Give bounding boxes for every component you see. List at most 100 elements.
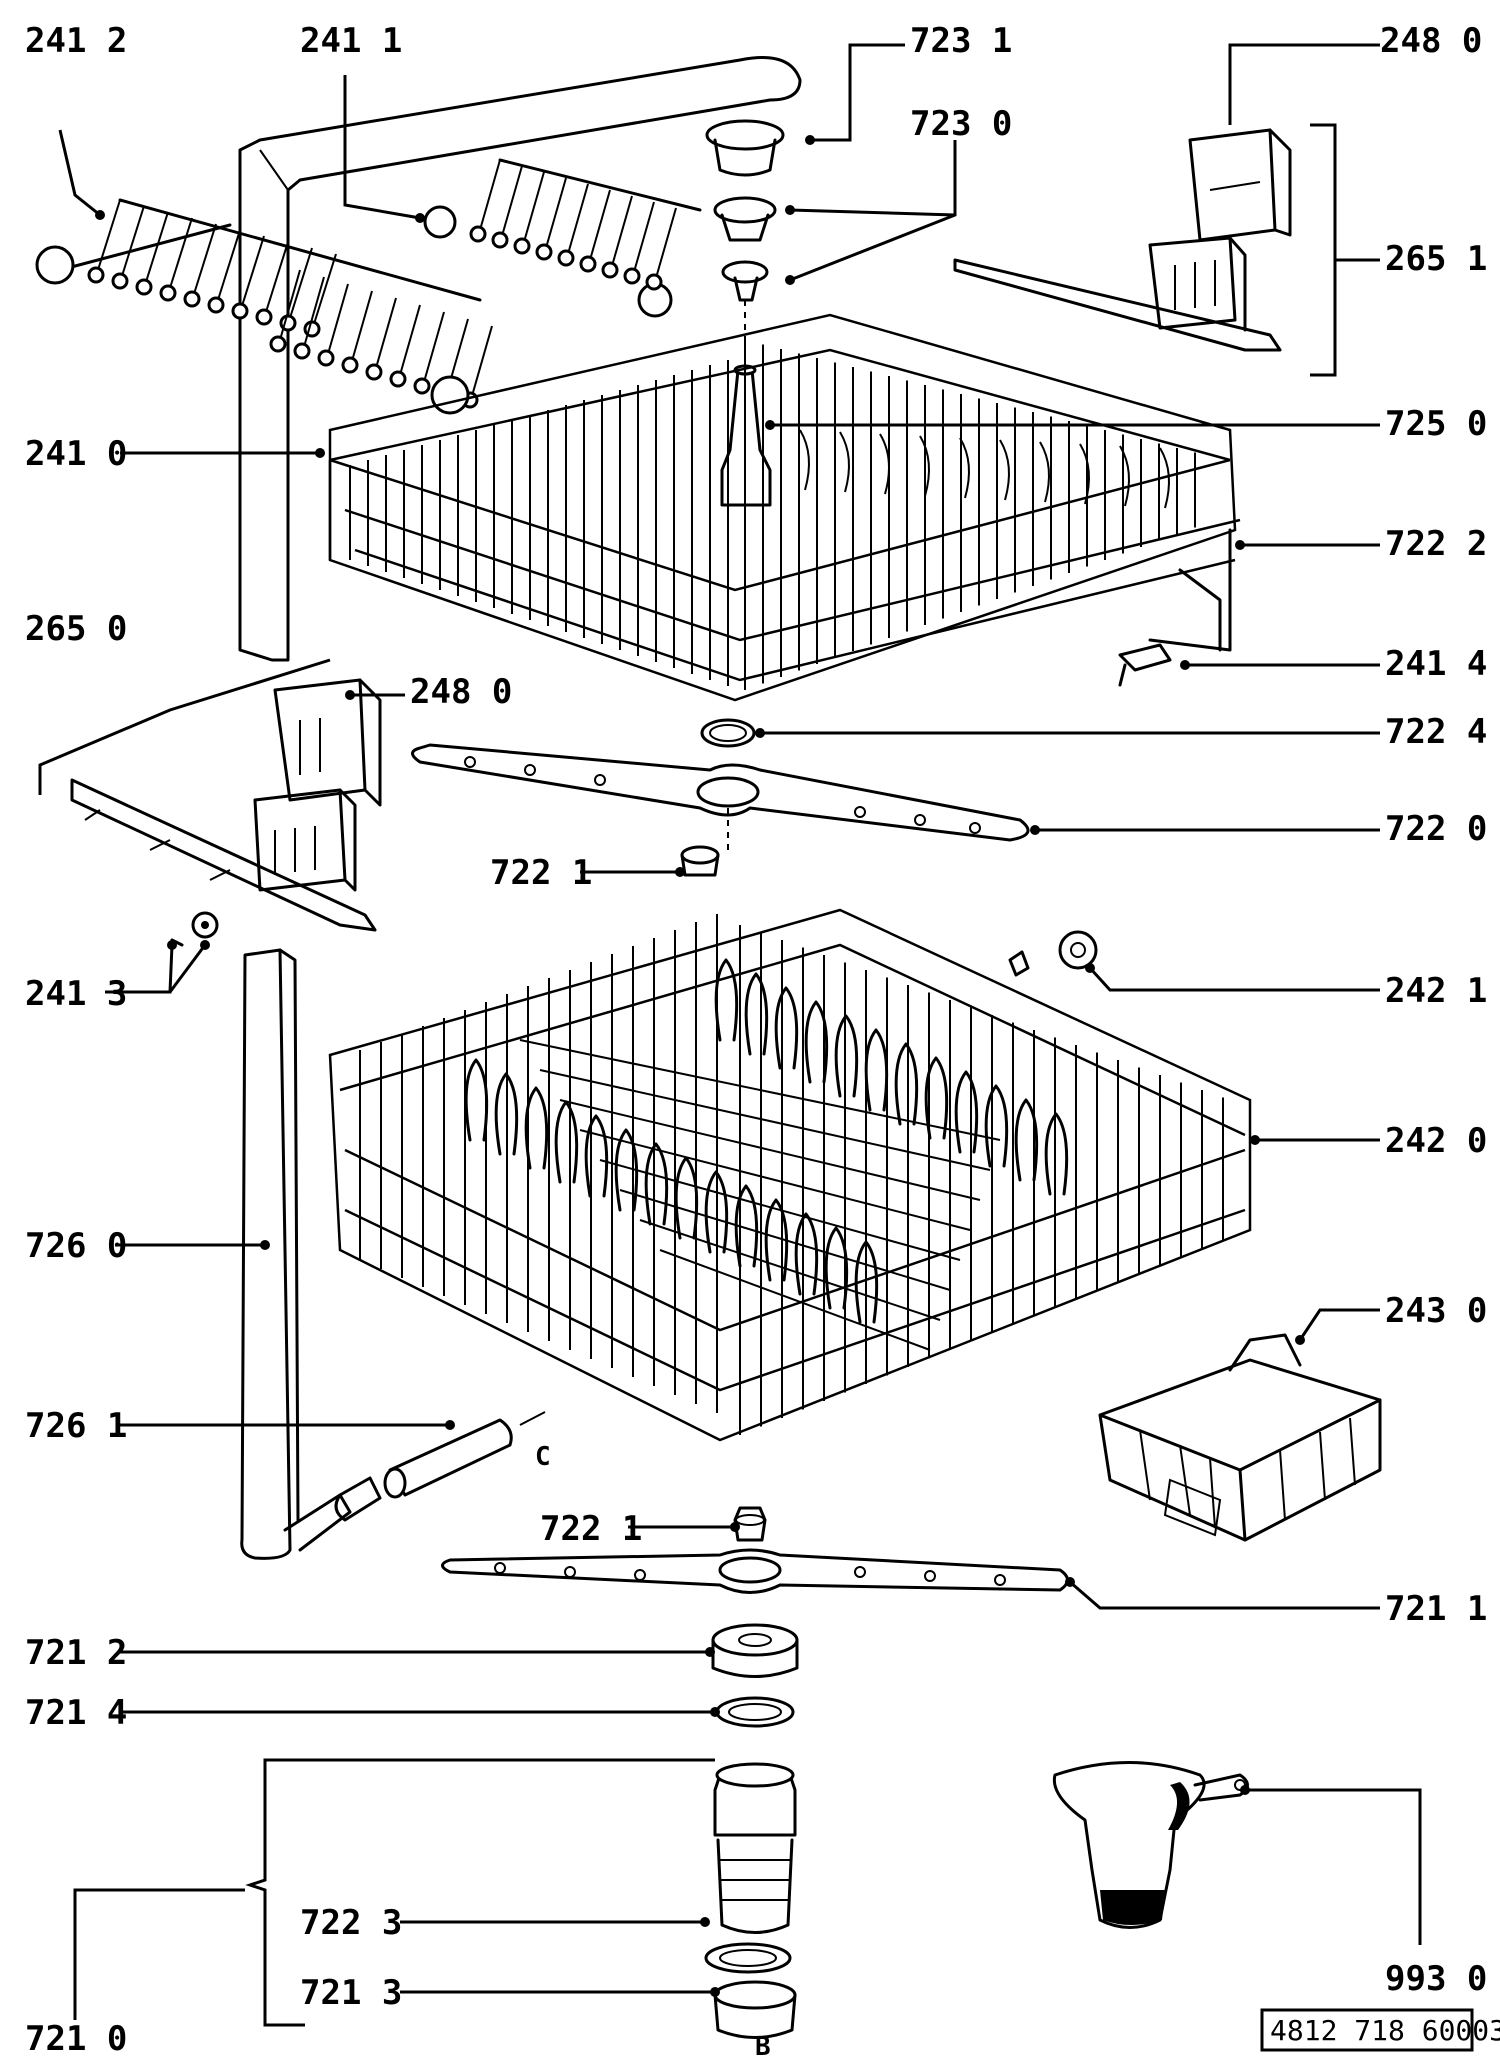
rack-tine (479, 159, 501, 231)
rack-tine-tip (87, 266, 105, 284)
rack-tine-tip (269, 335, 287, 353)
label-721-0: 721 0 (25, 2019, 127, 2059)
top-rail-stop (1188, 128, 1292, 242)
leader-dots (95, 135, 1305, 1997)
rack-tine-tip (135, 278, 153, 296)
label-722-1-lower: 722 1 (540, 1509, 642, 1549)
rack-tine (501, 165, 523, 237)
rack-tine-tip (601, 261, 619, 279)
rack-tine (351, 290, 373, 362)
lower-spray-arm (441, 1548, 1069, 1594)
rack-tine (589, 189, 611, 261)
rack-tine-tip (535, 243, 553, 261)
rack-tine-tip (317, 349, 335, 367)
basket-tine (1119, 445, 1130, 507)
lower-basket-wheel (1008, 930, 1098, 977)
label-722-3: 722 3 (300, 1903, 402, 1943)
plate-tine (834, 1014, 859, 1098)
plate-tine (494, 1072, 519, 1156)
rack-tine (523, 171, 545, 243)
rack-tine-tip (365, 363, 383, 381)
plate-tine (764, 1198, 789, 1282)
label-241-2: 241 2 (25, 21, 127, 61)
label-721-4: 721 4 (25, 1693, 127, 1733)
rail-wheel-and-screw (170, 911, 219, 947)
side-rail-assembly (70, 678, 382, 932)
basket-wire (579, 1129, 971, 1231)
cutlery-basket (1098, 1333, 1382, 1542)
label-242-0: 242 0 (1385, 1121, 1487, 1161)
plate-tine (464, 1058, 489, 1142)
rack-tine-tip (207, 296, 225, 314)
label-722-1-upper: 722 1 (490, 853, 592, 893)
plate-tine (984, 1084, 1009, 1168)
rack-tine (567, 183, 589, 255)
cup-rack-right (423, 158, 702, 415)
rack-tine-tip (623, 267, 641, 285)
rack-tine (217, 229, 241, 301)
rack-tine (545, 177, 567, 249)
rack-tine (327, 283, 349, 355)
upper-nozzle-assembly (705, 119, 785, 360)
basket-tine (999, 439, 1010, 501)
plate-tine (924, 1056, 949, 1140)
spray-arm-seal-ring (715, 1696, 795, 1728)
rack-tine (471, 325, 493, 397)
plate-tine (714, 958, 739, 1042)
label-725-0: 725 0 (1385, 404, 1487, 444)
salt-funnel (1052, 1761, 1249, 1929)
basket-tine (839, 431, 850, 493)
label-726-0: 726 0 (25, 1226, 127, 1266)
rack-tine (655, 207, 677, 279)
label-723-0: 723 0 (910, 104, 1012, 144)
plate-tine (864, 1028, 889, 1112)
rack-tine (399, 304, 421, 376)
label-248-0-mid: 248 0 (410, 672, 512, 712)
rack-tine (423, 311, 445, 383)
rack-tine-tip (413, 377, 431, 395)
plate-tine (674, 1156, 699, 1240)
plate-tine (824, 1226, 849, 1310)
rack-tine-tip (183, 290, 201, 308)
basket-tine (1039, 441, 1050, 503)
upper-spray-arm (411, 743, 1030, 850)
water-feed-pipe (240, 948, 352, 1560)
label-letter-c: C (535, 1442, 551, 1472)
rack-tine (611, 195, 633, 267)
plate-tine (804, 1000, 829, 1084)
document-number-box: 4812 718 60003 (1260, 2008, 1500, 2052)
rack-tine-tip (469, 225, 487, 243)
rack-tine (121, 205, 145, 277)
label-242-1: 242 1 (1385, 971, 1487, 1011)
basket-tine (1159, 447, 1170, 509)
rack-tine (633, 201, 655, 273)
plate-tine (524, 1086, 549, 1170)
rack-tine (97, 199, 121, 271)
basket-wire (659, 1249, 931, 1351)
label-241-1: 241 1 (300, 21, 402, 61)
basket-wire (519, 1039, 1001, 1141)
rack-tine-tip (111, 272, 129, 290)
label-265-1: 265 1 (1385, 239, 1487, 279)
label-722-2: 722 2 (1385, 524, 1487, 564)
basket-wire (559, 1099, 981, 1201)
plate-tine (1014, 1098, 1039, 1182)
label-722-0: 722 0 (1385, 809, 1487, 849)
rack-tine (241, 235, 265, 307)
upper-spray-arm-nut (680, 845, 720, 877)
rack-tine (193, 223, 217, 295)
plate-tine (704, 1170, 729, 1254)
plate-tine (954, 1070, 979, 1154)
label-265-0: 265 0 (25, 609, 127, 649)
spray-arm-bearing (711, 1623, 799, 1678)
rack-tine (145, 211, 169, 283)
label-241-4: 241 4 (1385, 644, 1487, 684)
rack-tine (265, 241, 289, 313)
basket-wire (639, 1219, 941, 1321)
basket-tine (1079, 443, 1090, 505)
top-rail-runner (953, 236, 1282, 352)
plate-tine (734, 1184, 759, 1268)
plate-tine (644, 1142, 669, 1226)
basket-tine (919, 435, 930, 497)
